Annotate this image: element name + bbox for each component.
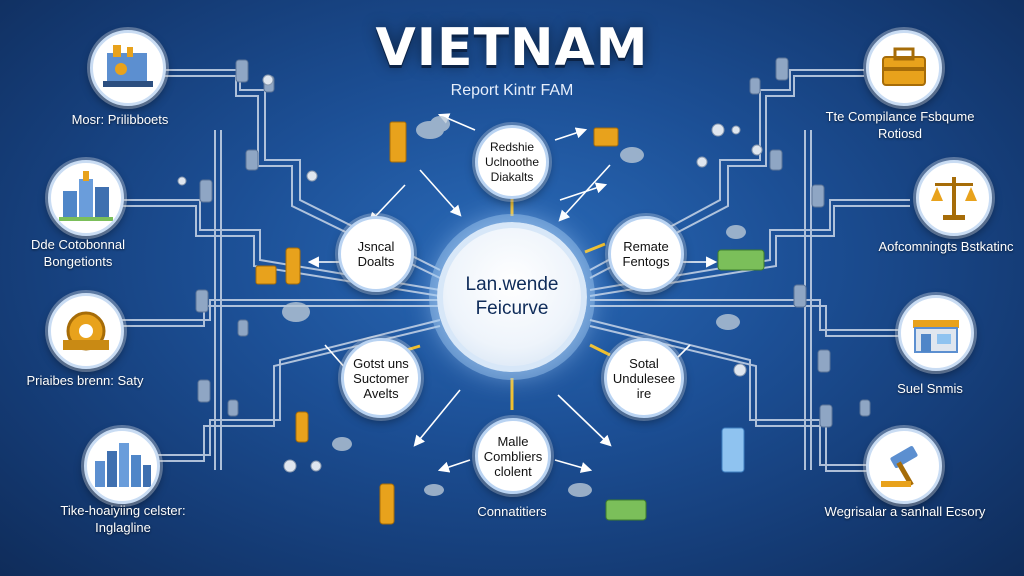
corner-label-tr1: Tte Compilance Fsbqume Rotiosd xyxy=(825,109,975,141)
corner-label-tl3: Priaibes brenn: Saty xyxy=(26,373,144,388)
node-left-label: Jsncal Doalts xyxy=(357,239,395,269)
central-hub-label: Lan.wende Feicurve xyxy=(465,274,559,319)
node-lower-left-label: Gotst uns Suctomer Avelts xyxy=(353,355,409,401)
node-left[interactable]: Jsncal Doalts xyxy=(338,216,414,292)
bottom-caption: Connatitiers xyxy=(477,504,547,519)
gold-gear-icon[interactable] xyxy=(48,293,124,369)
corner-label-tr2: Aofcomningts Bstkatinc xyxy=(878,239,1014,254)
node-bottom[interactable]: Malle Combliers clolent xyxy=(475,418,551,494)
node-top[interactable]: Redshie Uclnoothe Diakalts xyxy=(475,125,549,199)
corner-label-tl2: Dde Cotobonnal Bongetionts xyxy=(31,237,125,269)
node-bottom-label: Malle Combliers clolent xyxy=(483,433,543,479)
corner-label-tl4: Tike-hoaiyiing celster: Inglagline xyxy=(60,503,186,535)
corner-label-tl1: Mosr: Prilibboets xyxy=(71,112,169,127)
node-lower-left[interactable]: Gotst uns Suctomer Avelts xyxy=(341,338,421,418)
page-title: VIETNAM xyxy=(375,18,649,78)
corner-label-tr4: Wegrisalar a sanhall Ecsory xyxy=(824,504,986,519)
storefront-icon[interactable] xyxy=(898,295,974,371)
node-lower-right[interactable]: Sotal Undulesee ire xyxy=(604,338,684,418)
scales-icon[interactable] xyxy=(916,160,992,236)
gavel-icon[interactable] xyxy=(866,428,942,504)
factory-machine-icon[interactable] xyxy=(90,30,166,106)
node-top-label: Redshie Uclnoothe Diakalts xyxy=(484,139,540,184)
node-right-label: Remate Fentogs xyxy=(622,239,670,269)
city-buildings-icon[interactable] xyxy=(48,160,124,236)
node-right[interactable]: Remate Fentogs xyxy=(608,216,684,292)
page-subtitle: Report Kintr FAM xyxy=(450,82,574,99)
skyline-icon[interactable] xyxy=(84,428,160,504)
node-lower-right-label: Sotal Undulesee ire xyxy=(612,355,676,401)
briefcase-icon[interactable] xyxy=(866,30,942,106)
corner-label-tr3: Suel Snmis xyxy=(897,381,963,396)
central-hub-node[interactable]: Lan.wende Feicurve xyxy=(437,222,587,372)
